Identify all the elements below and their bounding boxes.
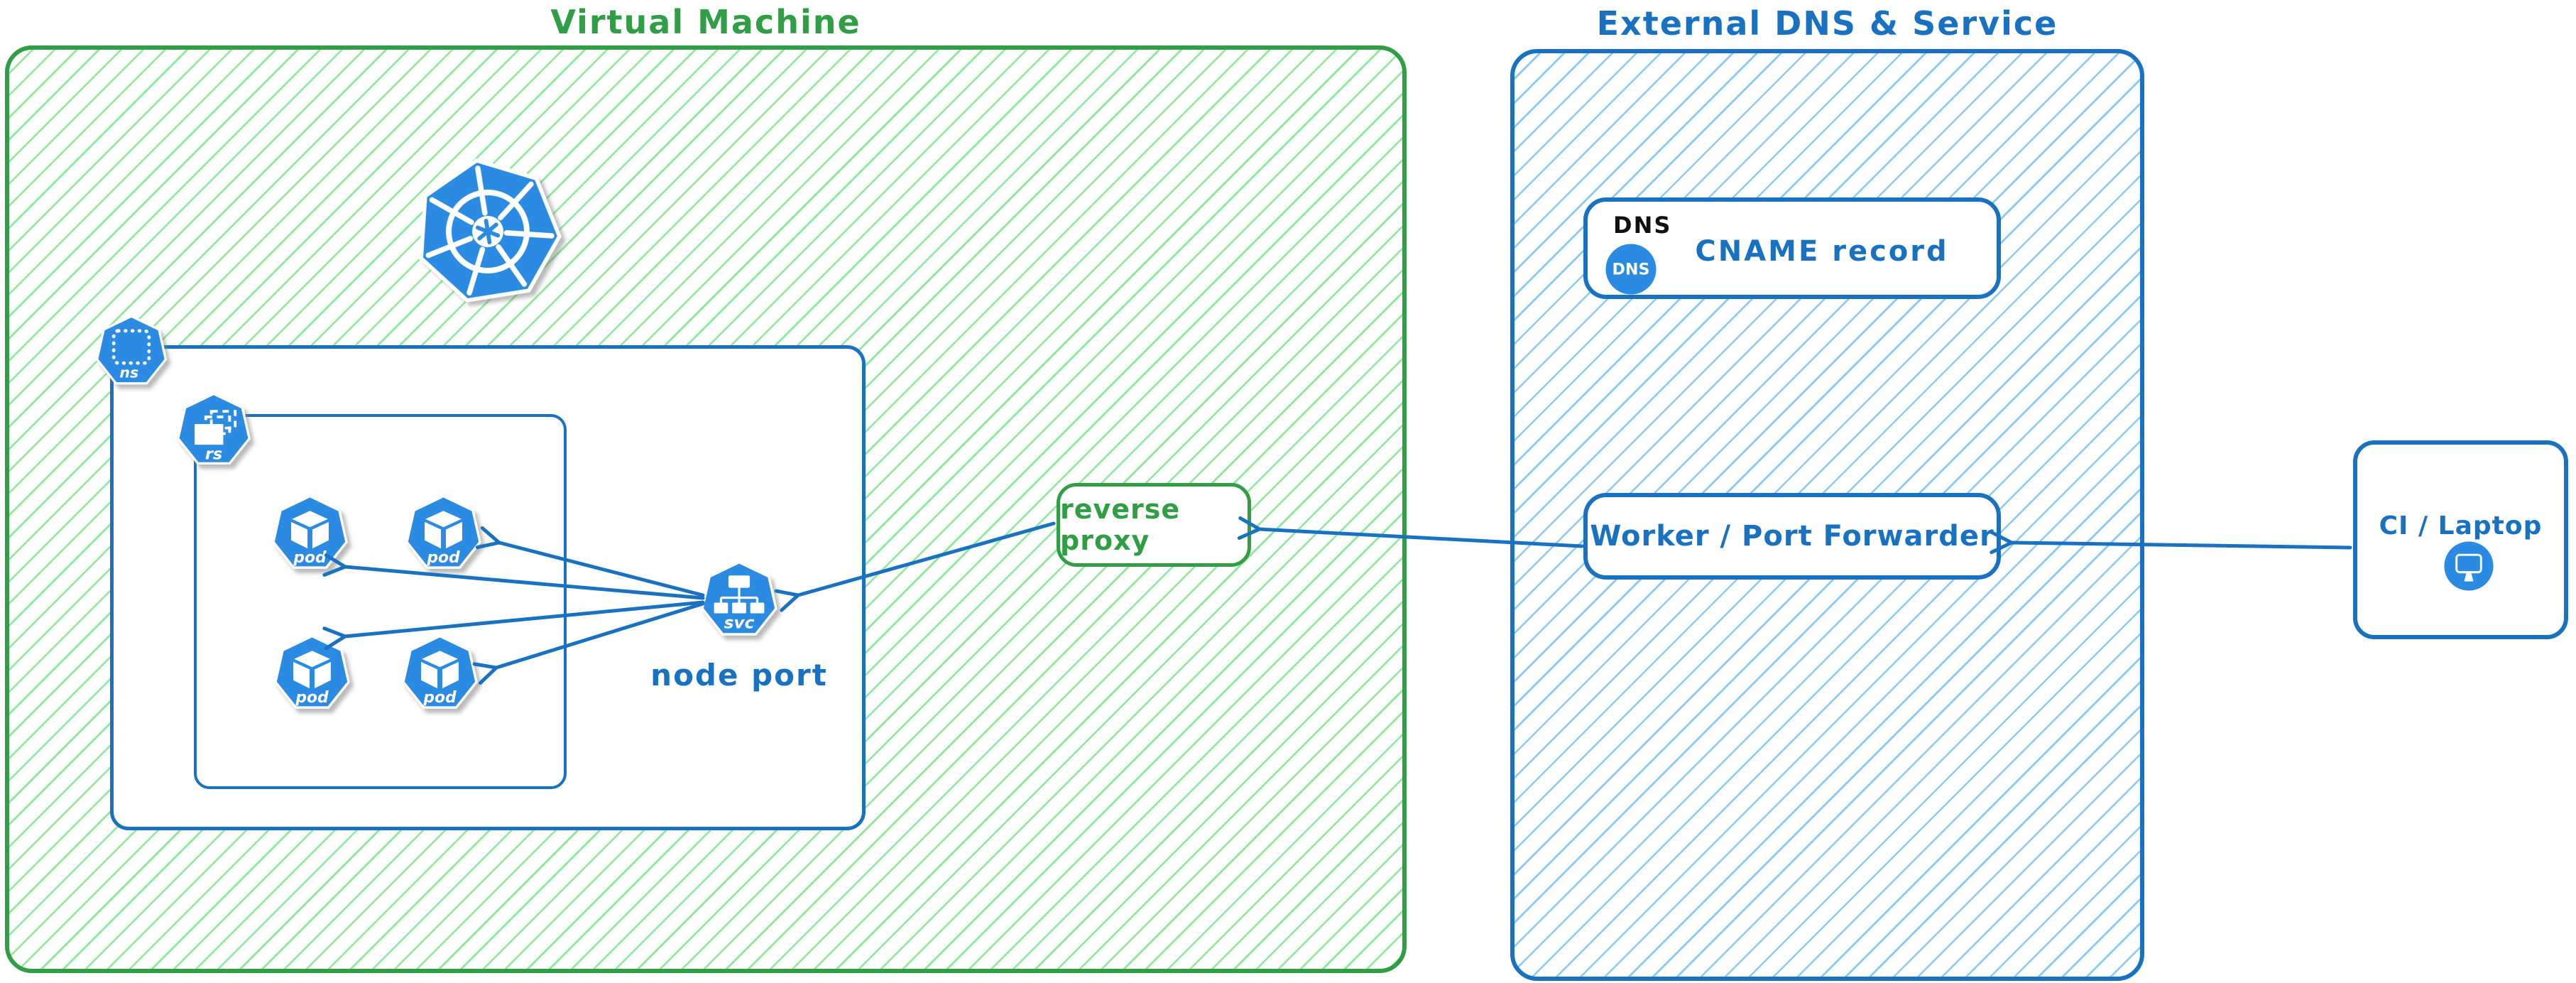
virtual-machine-title: Virtual Machine [550,3,861,41]
node-port-label: node port [650,658,828,693]
pod-badge-label: pod [426,549,460,567]
reverse-proxy-label: reverse proxy [1060,494,1181,556]
replicaset-icon: rs [177,392,251,465]
dns-icon: DNS [1605,244,1657,295]
service-badge-label: svc [724,613,755,632]
kubernetes-icon [419,158,562,303]
service-icon: svc [701,560,777,636]
ci-laptop-label: CI / Laptop [2379,511,2543,541]
dns-heading: DNS [1613,212,1672,239]
ci-laptop-node: CI / Laptop [2353,440,2568,639]
cname-record-label: CNAME record [1695,235,1949,268]
namespace-icon: ns [95,315,168,385]
dns-icon-label: DNS [1612,260,1650,278]
external-dns-title: External DNS & Service [1596,4,2058,43]
pod-icon: pod [402,634,478,709]
pod-icon: pod [272,494,348,569]
cname-record-node: DNS DNS CNAME record [1583,197,2001,299]
reverse-proxy-node: reverse proxy [1057,483,1251,567]
pod-icon: pod [274,634,350,709]
worker-label: Worker / Port Forwarder [1590,520,1994,553]
pod-badge-label: pod [422,689,457,707]
replicaset-badge-label: rs [205,445,222,463]
namespace-badge-label: ns [119,364,138,381]
pod-icon: pod [405,494,481,569]
replicaset-box [194,414,567,789]
worker-node: Worker / Port Forwarder [1583,493,2001,580]
pod-badge-label: pod [295,689,329,707]
pod-badge-label: pod [293,549,327,567]
monitor-icon [2444,541,2494,591]
